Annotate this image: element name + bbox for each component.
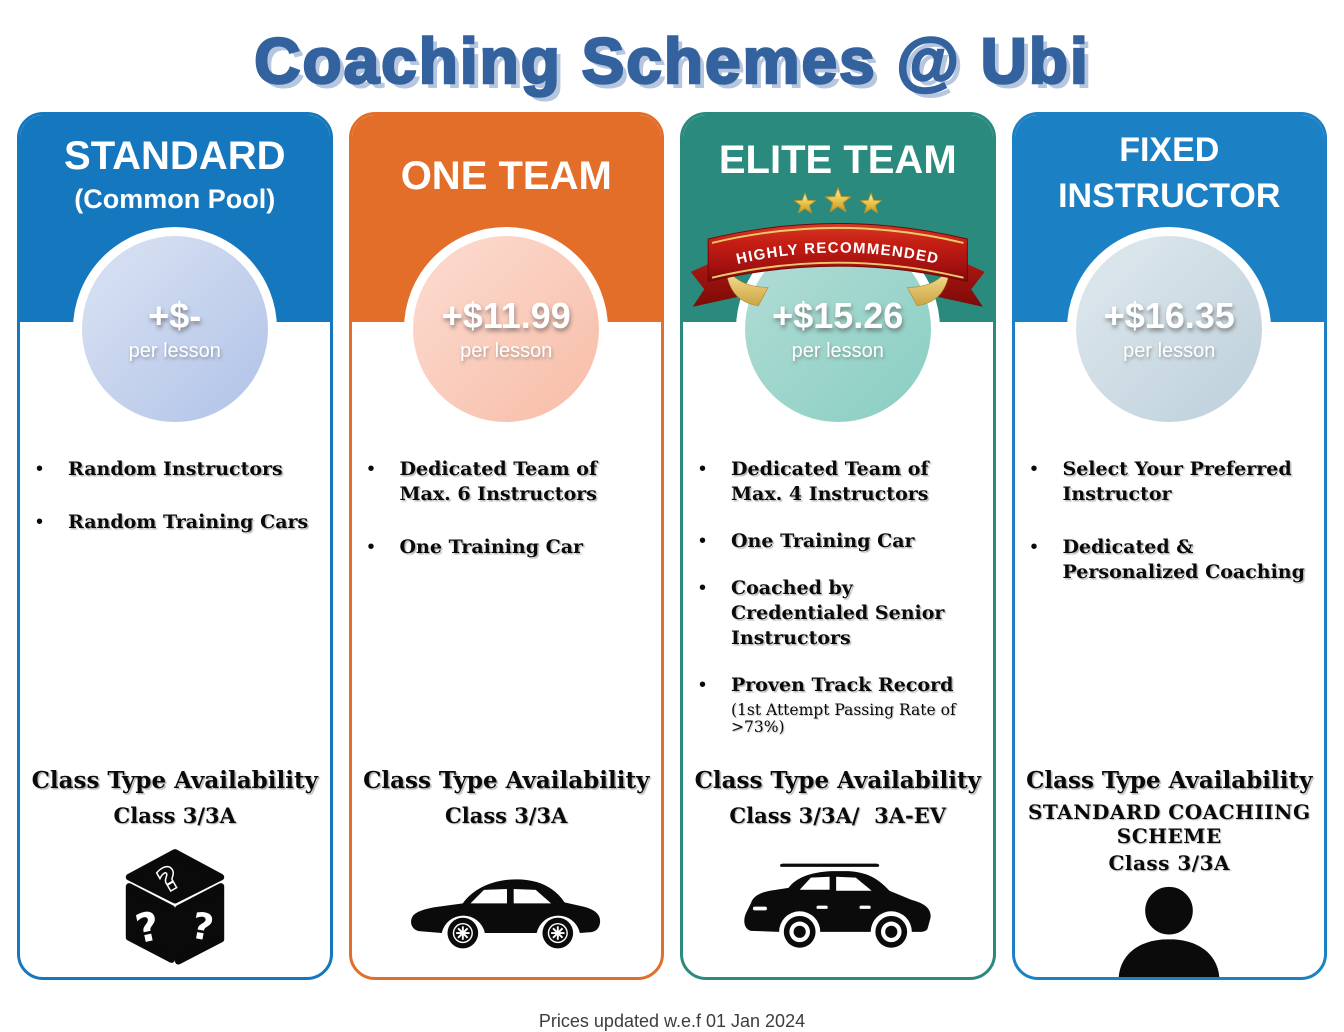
price-value: +$11.99 bbox=[441, 295, 571, 336]
availability-heading: Class Type Availability bbox=[694, 767, 981, 794]
per-lesson-label: per lesson bbox=[460, 340, 553, 362]
card-elite-team: ELITE TEAM bbox=[680, 112, 996, 980]
card-subtitle: (Common Pool) bbox=[74, 184, 276, 214]
price-value: +$16.35 bbox=[1103, 295, 1235, 336]
card-title: STANDARD bbox=[64, 134, 286, 178]
card-footer: Class Type Availability STANDARD COACHII… bbox=[1021, 767, 1319, 977]
scheme-cards: STANDARD (Common Pool) +$- per lesson Ra… bbox=[0, 112, 1344, 980]
feature-item: Dedicated Team of Max. 6 Instructors bbox=[352, 456, 652, 507]
ribbon-banner: HIGHLY RECOMMENDED bbox=[690, 223, 985, 307]
availability-heading: Class Type Availability bbox=[1026, 767, 1313, 794]
price-value: +$- bbox=[148, 295, 202, 336]
feature-text: One Training Car bbox=[731, 530, 915, 553]
card-title: ONE TEAM bbox=[400, 154, 612, 198]
feature-item: Select Your Preferred Instructor bbox=[1015, 456, 1315, 507]
wheel bbox=[447, 917, 479, 949]
feature-text: Dedicated & Personalized Coaching bbox=[1062, 536, 1305, 584]
feature-item: Random Instructors bbox=[20, 456, 320, 482]
mystery-box-icon: ? ? ? bbox=[125, 849, 224, 965]
features-list: Dedicated Team of Max. 6 Instructors One… bbox=[352, 456, 662, 588]
feature-item: One Training Car bbox=[352, 534, 652, 560]
person-icon bbox=[1119, 882, 1220, 977]
wheel bbox=[783, 915, 816, 948]
star-icon bbox=[793, 187, 882, 214]
card-footer: Class Type Availability Class 3/3A/ 3A-E… bbox=[689, 767, 987, 958]
price-circle: +$16.35 per lesson bbox=[1067, 227, 1272, 431]
feature-item: Random Training Cars bbox=[20, 509, 320, 535]
page-title: Coaching Schemes @ Ubi bbox=[253, 24, 1090, 99]
price-circle: +$11.99 per lesson bbox=[404, 227, 609, 431]
feature-item: Proven Track Record (1st Attempt Passing… bbox=[683, 672, 983, 737]
feature-note: (1st Attempt Passing Rate of >73%) bbox=[731, 700, 956, 737]
availability-heading: Class Type Availability bbox=[363, 767, 650, 794]
card-footer: Class Type Availability Class 3/3A ? ? ? bbox=[26, 767, 324, 968]
feature-text: Random Training Cars bbox=[68, 511, 309, 534]
feature-text: Coached by Credentialed Senior Instructo… bbox=[731, 577, 945, 650]
per-lesson-label: per lesson bbox=[1123, 340, 1216, 362]
wheel bbox=[875, 915, 907, 948]
feature-item: Coached by Credentialed Senior Instructo… bbox=[683, 575, 983, 651]
per-lesson-label: per lesson bbox=[128, 340, 221, 362]
card-one-team: ONE TEAM +$11.99 per lesson Dedicated Te… bbox=[348, 112, 664, 980]
wheel bbox=[542, 917, 574, 949]
card-icon-wrap: ? ? ? bbox=[26, 844, 324, 968]
card-title: ELITE TEAM bbox=[718, 138, 957, 182]
card-standard: STANDARD (Common Pool) +$- per lesson Ra… bbox=[17, 112, 333, 980]
availability-line: Class 3/3A bbox=[1108, 851, 1231, 875]
features-list: Select Your Preferred Instructor Dedicat… bbox=[1015, 456, 1325, 613]
feature-text: Proven Track Record bbox=[731, 674, 954, 697]
features-list: Random Instructors Random Training Cars bbox=[20, 456, 330, 563]
recommended-ribbon: HIGHLY RECOMMENDED bbox=[683, 210, 993, 328]
feature-text: Select Your Preferred Instructor bbox=[1062, 458, 1292, 506]
price-circle: +$- per lesson bbox=[72, 227, 277, 431]
feature-item: Dedicated Team of Max. 4 Instructors bbox=[683, 456, 983, 507]
feature-item: Dedicated & Personalized Coaching bbox=[1015, 534, 1315, 585]
availability-line: STANDARD COACHIING SCHEME bbox=[1027, 800, 1318, 848]
footer-note: Prices updated w.e.f 01 Jan 2024 bbox=[538, 1011, 806, 1031]
suv-car-icon bbox=[744, 863, 931, 948]
rating-stars bbox=[683, 187, 993, 217]
card-icon-wrap bbox=[1021, 880, 1319, 977]
feature-text: One Training Car bbox=[399, 536, 584, 559]
card-footer: Class Type Availability Class 3/3A bbox=[358, 767, 656, 958]
per-lesson-label: per lesson bbox=[791, 340, 884, 362]
features-list: Dedicated Team of Max. 4 Instructors One… bbox=[683, 456, 993, 759]
card-fixed-instructor: FIXED INSTRUCTOR +$16.35 per lesson Sele… bbox=[1011, 112, 1327, 980]
feature-text: Random Instructors bbox=[68, 458, 283, 480]
feature-text: Dedicated Team of Max. 6 Instructors bbox=[399, 458, 598, 506]
availability-heading: Class Type Availability bbox=[31, 767, 318, 794]
sedan-car-icon bbox=[411, 879, 601, 949]
availability-line: Class 3/3A/ 3A-EV bbox=[729, 803, 947, 828]
card-icon-wrap bbox=[358, 864, 656, 958]
price-value: +$15.26 bbox=[772, 295, 904, 336]
feature-text: Dedicated Team of Max. 4 Instructors bbox=[731, 458, 929, 506]
feature-item: One Training Car bbox=[683, 528, 983, 554]
card-title: FIXED INSTRUCTOR bbox=[1058, 131, 1281, 215]
availability-line: Class 3/3A bbox=[113, 803, 236, 828]
card-icon-wrap bbox=[689, 858, 987, 958]
availability-line: Class 3/3A bbox=[445, 803, 568, 828]
